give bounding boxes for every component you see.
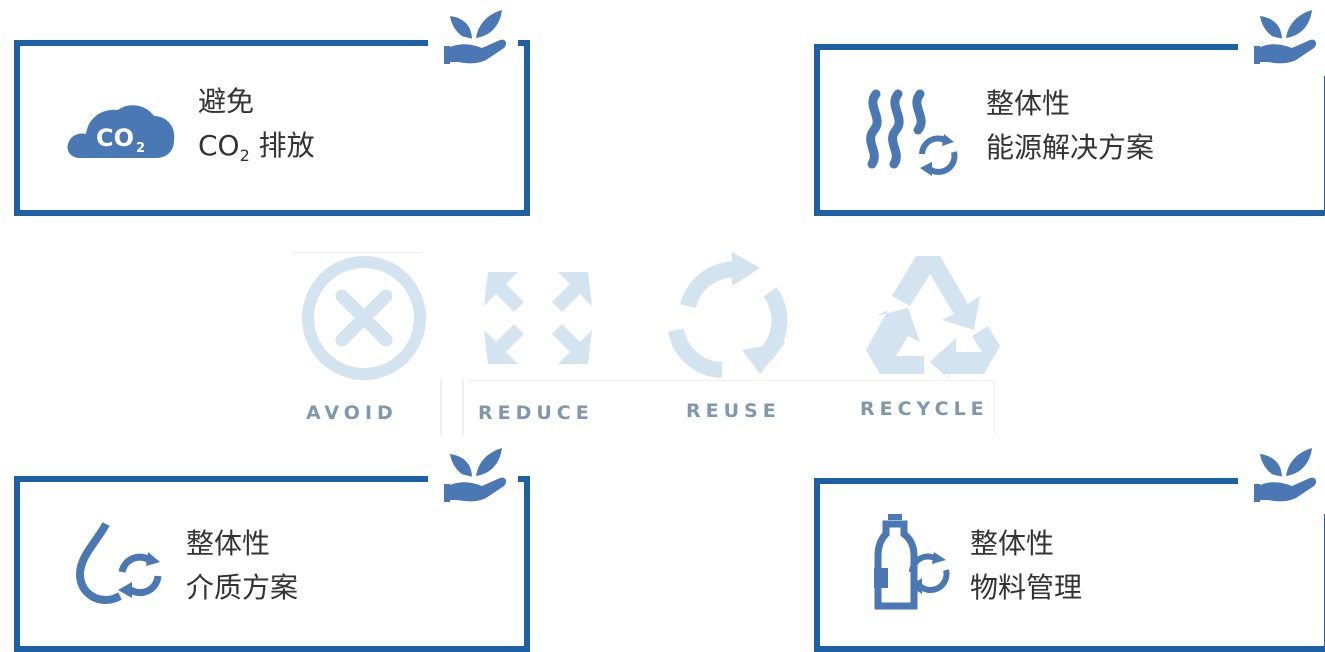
material-line2: 物料管理 (970, 571, 1083, 604)
media-line2: 介质方案 (186, 571, 299, 604)
reduce-arrows-icon (484, 272, 592, 364)
divider-vertical-1 (440, 378, 442, 436)
co2-text: CO (198, 129, 240, 162)
recycle-caption: RECYCLE (860, 398, 989, 420)
avoid-co2-line1: 避免 (198, 85, 255, 118)
badge-material (1238, 438, 1325, 514)
svg-text:2: 2 (136, 141, 145, 156)
material-line1: 整体性 (970, 527, 1055, 560)
divider-horizontal (468, 380, 996, 381)
energy-line1: 整体性 (986, 87, 1071, 120)
material-label: 整体性 物料管理 (970, 522, 1082, 610)
energy-line2: 能源解决方案 (986, 131, 1155, 164)
avoid-x-icon (302, 256, 426, 380)
reduce-caption: REDUCE (478, 402, 594, 424)
divider-vertical-2 (462, 378, 464, 436)
emission-text: 排放 (249, 129, 315, 162)
badge-media (428, 438, 518, 514)
reuse-caption: REUSE (686, 400, 781, 422)
divider-line (292, 252, 422, 253)
reuse-circle-arrows-icon (668, 252, 788, 378)
leaf-hand-icon (444, 448, 507, 502)
energy-label: 整体性 能源解决方案 (986, 82, 1154, 170)
divider-vertical-3 (994, 380, 995, 436)
strategy-icons (302, 252, 1000, 386)
leaf-hand-icon (1254, 448, 1317, 502)
svg-text:CO: CO (96, 124, 134, 152)
leaf-hand-icon (1254, 10, 1317, 64)
avoid-co2-line2: CO2 排放 (198, 124, 315, 172)
water-drop-cycle-icon (72, 520, 164, 608)
avoid-caption: AVOID (306, 402, 398, 424)
bottle-cycle-icon (868, 512, 952, 616)
badge-energy (1238, 0, 1325, 76)
co2-subscript: 2 (239, 146, 250, 165)
badge-avoid-co2 (428, 0, 518, 76)
media-line1: 整体性 (186, 527, 271, 560)
media-label: 整体性 介质方案 (186, 522, 298, 610)
recycle-icon (866, 256, 1000, 386)
leaf-hand-icon (444, 10, 507, 64)
heat-waves-cycle-icon (858, 88, 968, 180)
avoid-co2-label: 避免 CO2 排放 (198, 80, 315, 172)
co2-cloud-icon: CO 2 (66, 98, 178, 166)
